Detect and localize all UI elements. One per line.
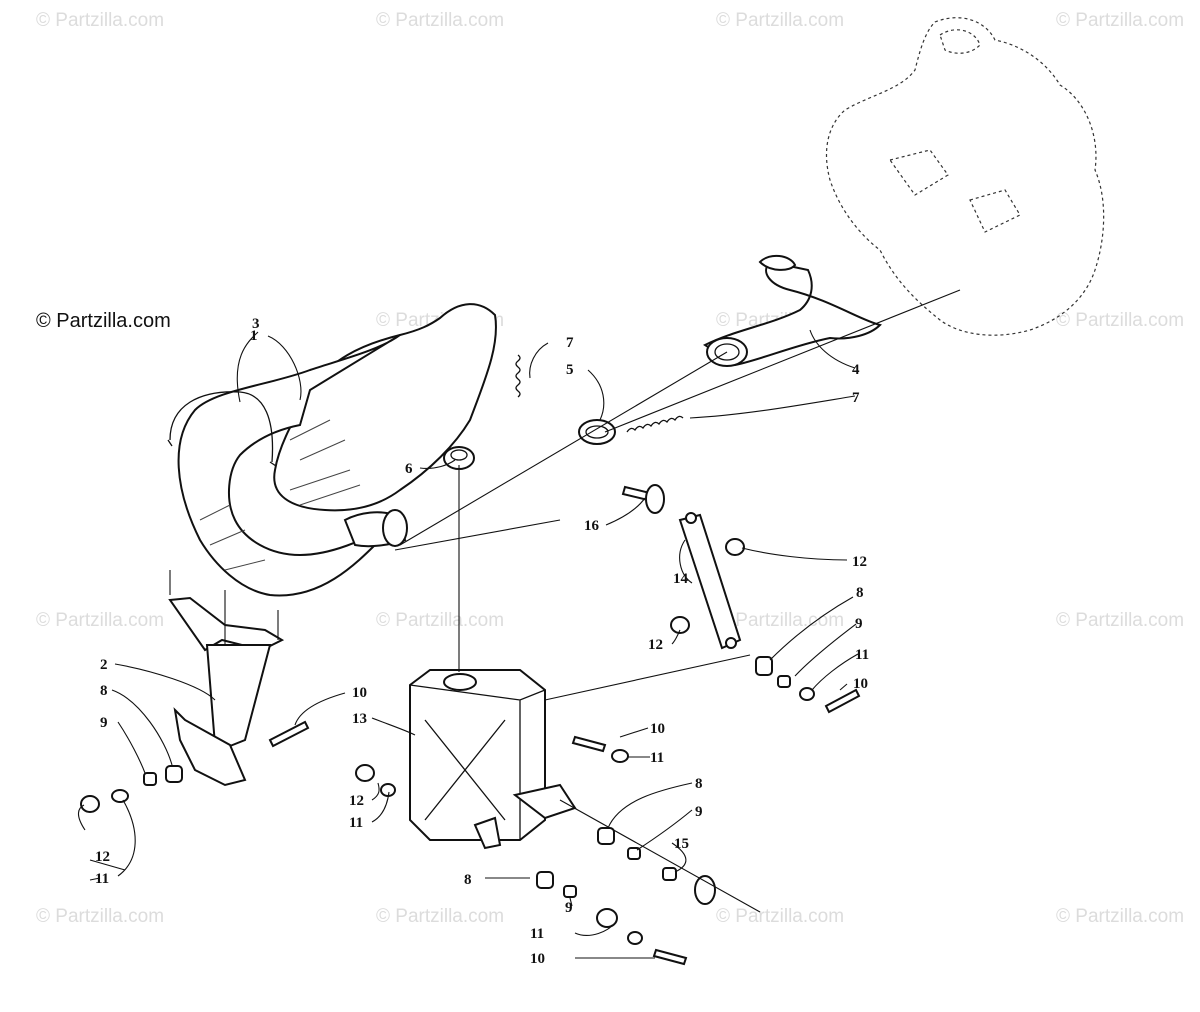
callout-8-left: 8	[100, 683, 108, 699]
watermark: © Partzilla.com	[36, 610, 165, 631]
callout-1: 1	[250, 328, 258, 344]
oil-tank	[409, 669, 577, 850]
callout-16: 16	[584, 518, 600, 534]
callout-11-tank: 11	[650, 750, 664, 766]
watermark: © Partzilla.com	[36, 906, 165, 927]
spring-lower	[626, 415, 684, 433]
callout-12-left: 12	[95, 849, 110, 865]
callout-9-right: 9	[855, 616, 863, 632]
watermark: © Partzilla.com	[1056, 310, 1185, 331]
hardware	[80, 484, 861, 966]
callout-12-upper: 12	[852, 554, 867, 570]
callout-5: 5	[566, 362, 574, 378]
callout-8-tank-right: 8	[695, 776, 703, 792]
watermark: © Partzilla.com	[1056, 10, 1185, 31]
watermark: © Partzilla.com	[376, 906, 505, 927]
callout-10-right: 10	[853, 676, 868, 692]
callout-10-left: 10	[352, 685, 367, 701]
assembly-lines	[169, 289, 961, 913]
copyright-notice: © Partzilla.com	[36, 310, 171, 332]
spring-upper	[515, 354, 521, 398]
callout-7-upper: 7	[566, 335, 574, 351]
leader-lines	[77, 329, 859, 959]
callout-10-tank: 10	[650, 721, 665, 737]
watermark: © Partzilla.com	[1056, 906, 1185, 927]
watermark: © Partzilla.com	[376, 610, 505, 631]
callout-6: 6	[405, 461, 413, 477]
callout-labels: 1 2 3 4 5 6 7 7 8 8 8 8 9 9 9 9 10 10 10…	[95, 316, 869, 967]
callout-11-tank-left: 11	[349, 815, 363, 831]
heat-shield-strap	[167, 391, 277, 467]
tank-bracket	[678, 512, 742, 650]
callout-13: 13	[352, 711, 367, 727]
watermark: © Partzilla.com	[1056, 610, 1185, 631]
callout-9-bottom: 9	[565, 900, 573, 916]
watermark: © Partzilla.com	[376, 10, 505, 31]
callout-11-bottom: 11	[530, 926, 544, 942]
muffler-bracket	[168, 596, 285, 787]
callout-4: 4	[852, 362, 860, 378]
callout-8-right: 8	[856, 585, 864, 601]
watermark: © Partzilla.com	[716, 906, 845, 927]
callout-11-left: 11	[95, 871, 109, 887]
callout-12-tank-left: 12	[349, 793, 364, 809]
callout-3: 3	[252, 316, 260, 332]
watermark: © Partzilla.com	[716, 10, 845, 31]
callout-9-left: 9	[100, 715, 108, 731]
muffler	[177, 303, 497, 597]
callout-7-lower: 7	[852, 390, 860, 406]
callout-10-bottom: 10	[530, 951, 545, 967]
callout-15: 15	[674, 836, 689, 852]
watermark: © Partzilla.com	[716, 610, 845, 631]
callout-8-bottom: 8	[464, 872, 472, 888]
engine-outline	[825, 17, 1105, 336]
seal-ring	[578, 419, 616, 445]
callout-12-mid: 12	[648, 637, 663, 653]
exhaust-manifold	[703, 254, 882, 367]
callout-2: 2	[100, 657, 108, 673]
callout-9-tank-right: 9	[695, 804, 703, 820]
callout-11-right: 11	[855, 647, 869, 663]
watermark: © Partzilla.com	[36, 10, 165, 31]
callout-14: 14	[673, 571, 689, 587]
